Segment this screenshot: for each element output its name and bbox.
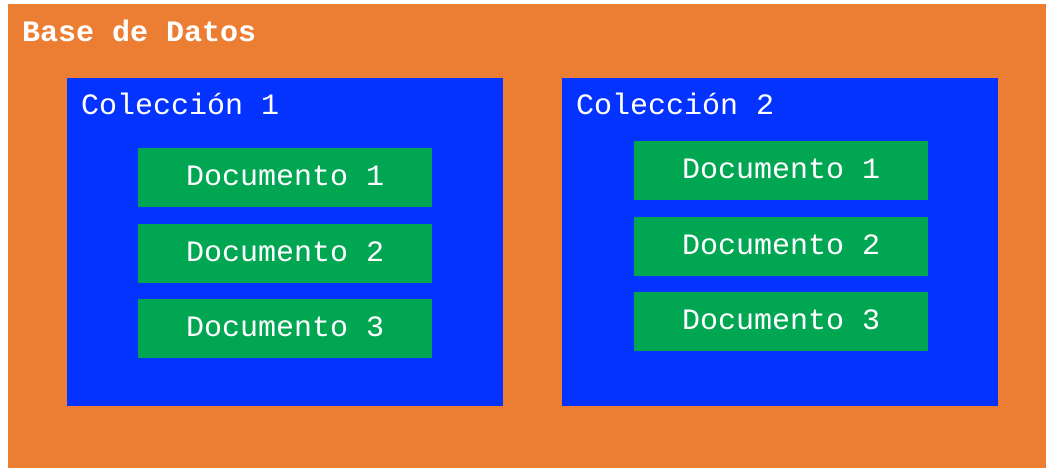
- collection-1: Colección 1 Documento 1 Documento 2 Docu…: [67, 78, 503, 406]
- collection-1-document-2: Documento 2: [138, 224, 432, 283]
- collection-2: Colección 2 Documento 1 Documento 2 Docu…: [562, 78, 998, 406]
- collection-1-document-1: Documento 1: [138, 148, 432, 207]
- collection-2-document-3: Documento 3: [634, 292, 928, 351]
- database-title: Base de Datos: [22, 17, 257, 51]
- collection-2-document-1: Documento 1: [634, 141, 928, 200]
- collection-1-document-3: Documento 3: [138, 299, 432, 358]
- collection-1-title: Colección 1: [81, 90, 280, 124]
- database-container: Base de Datos Colección 1 Documento 1 Do…: [8, 4, 1046, 468]
- collection-2-title: Colección 2: [576, 90, 775, 124]
- collection-2-document-2: Documento 2: [634, 217, 928, 276]
